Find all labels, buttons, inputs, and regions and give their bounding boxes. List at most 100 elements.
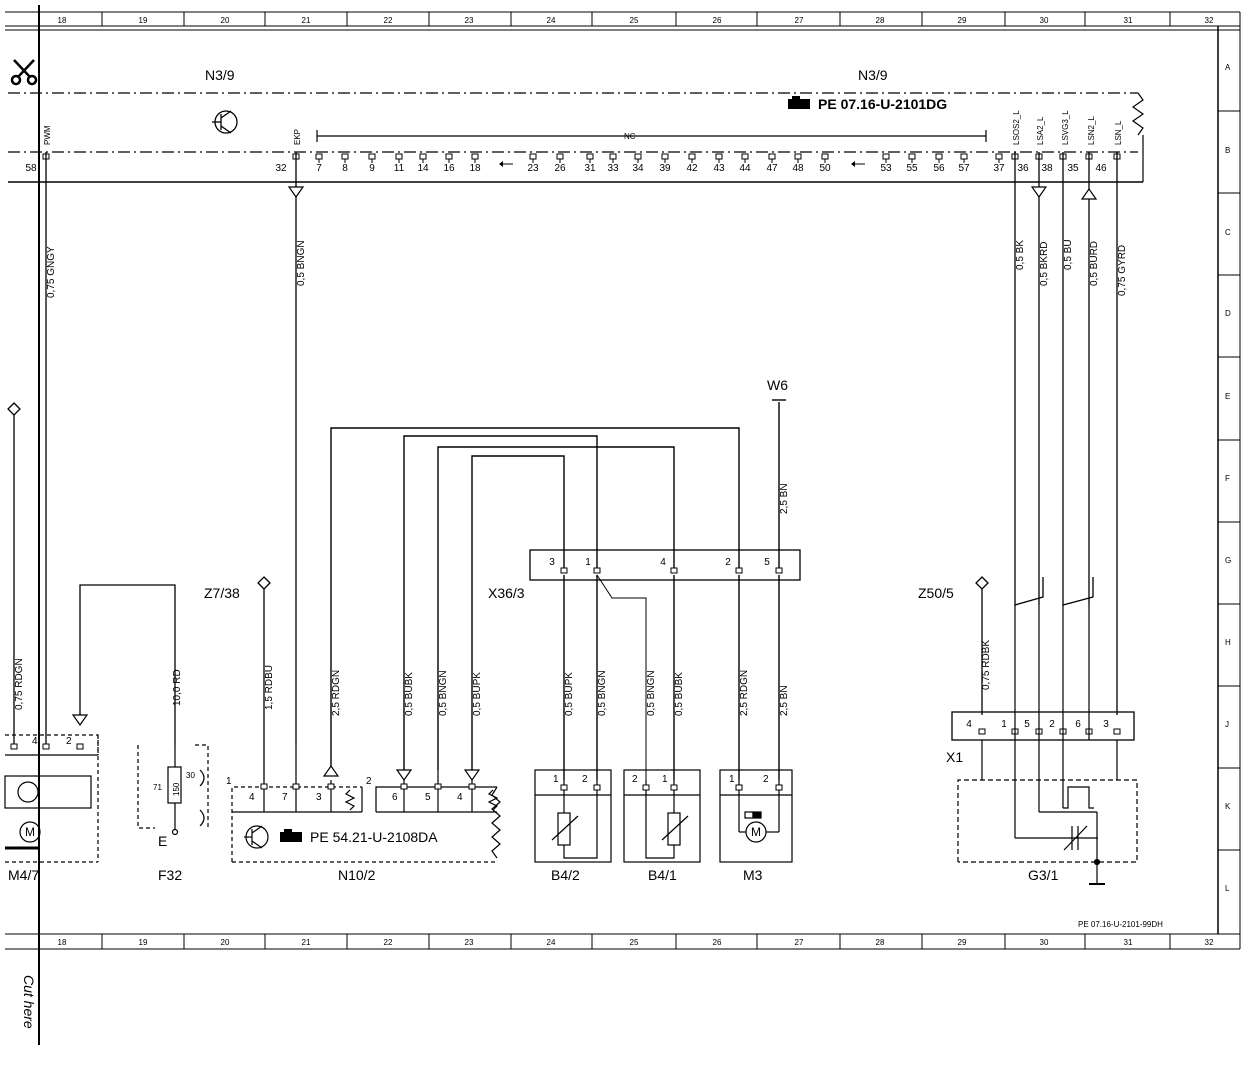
gap-arrowhead xyxy=(499,161,503,167)
x36-pin-number: 4 xyxy=(660,557,666,568)
column-label: 18 xyxy=(58,16,67,25)
pin-number: 32 xyxy=(275,163,287,174)
m47-component xyxy=(4,714,99,863)
column-label: 25 xyxy=(630,938,639,947)
z738-label: Z7/38 xyxy=(204,585,240,601)
column-label: 19 xyxy=(139,938,148,947)
pin-terminal xyxy=(471,153,479,160)
pin-number: 8 xyxy=(342,163,348,174)
shield-triangles xyxy=(287,186,1098,200)
wire-bkrd-label: 0,5 BKRD xyxy=(1039,242,1050,286)
n102-pin-3: 3 xyxy=(316,792,322,803)
x1-connector xyxy=(951,711,1135,741)
wire-bngn4-label: 0,5 BNGN xyxy=(646,670,657,716)
pin-number: 7 xyxy=(316,163,322,174)
row-label: E xyxy=(1225,392,1230,401)
wire-gngy-label: 0,75 GNGY xyxy=(46,246,57,298)
row-label: J xyxy=(1225,720,1229,729)
column-label: 25 xyxy=(630,16,639,25)
b42-pin-1: 1 xyxy=(553,774,559,785)
pin-number: 53 xyxy=(880,163,892,174)
pin-number: 44 xyxy=(739,163,751,174)
pin-terminal xyxy=(661,153,669,160)
pin-number: 50 xyxy=(819,163,831,174)
pin-number: 31 xyxy=(584,163,596,174)
x1-pin-number: 4 xyxy=(966,719,972,730)
wire-bn25-top-label: 2,5 BN xyxy=(779,483,790,514)
pin-terminal xyxy=(960,153,968,160)
b42-pin-2: 2 xyxy=(582,774,588,785)
column-label: 27 xyxy=(795,16,804,25)
pin-terminal xyxy=(935,153,943,160)
pin-terminal xyxy=(315,153,323,160)
wire-rdgn-left-label: 0,75 RDGN xyxy=(14,658,25,710)
pin-number: 39 xyxy=(659,163,671,174)
column-label: 20 xyxy=(221,16,230,25)
column-label: 31 xyxy=(1124,16,1133,25)
f32-e-label: E xyxy=(158,833,167,849)
pin-number: 48 xyxy=(792,163,804,174)
x1-pin-number: 6 xyxy=(1075,719,1081,730)
wire-bupk2-label: 0,5 BUPK xyxy=(564,672,575,716)
wire-bngn3-label: 0,5 BNGN xyxy=(597,670,608,716)
component-pin-terminal xyxy=(10,743,18,750)
pin-terminal xyxy=(995,153,1003,160)
pin-number: 56 xyxy=(933,163,945,174)
n102-reference: PE 54.21-U-2108DA xyxy=(310,829,438,845)
n102-pin-4b: 4 xyxy=(457,792,463,803)
x1-pin-number: 5 xyxy=(1024,719,1030,730)
n39-reference: PE 07.16-U-2101DG xyxy=(818,96,947,112)
m3-label: M3 xyxy=(743,867,763,883)
x1-pin-terminal xyxy=(978,728,986,735)
x36-pin-terminal xyxy=(593,567,601,574)
pin-lsn-label: LSN_L xyxy=(1114,120,1123,145)
column-label: 32 xyxy=(1205,938,1214,947)
column-label: 28 xyxy=(876,938,885,947)
pin-terminal xyxy=(634,153,642,160)
x36-pin-terminal xyxy=(735,567,743,574)
m47-label: M4/7 xyxy=(8,867,39,883)
b41-label: B4/1 xyxy=(648,867,677,883)
column-label: 26 xyxy=(713,16,722,25)
n39-wires xyxy=(45,152,1118,745)
n102-connector-1: 1 xyxy=(226,776,232,787)
wire-bngn-label: 0,5 BNGN xyxy=(296,240,307,286)
b42-sensor xyxy=(534,769,612,863)
m3-pin-1: 1 xyxy=(729,774,735,785)
wire-labels-lower: 2,5 RDGN 0,5 BUBK 0,5 BNGN 0,5 BUPK 0,5 … xyxy=(331,640,992,716)
column-label: 23 xyxy=(465,938,474,947)
column-label: 31 xyxy=(1124,938,1133,947)
x1-pin-terminal xyxy=(1113,728,1121,735)
wire-bngn2-label: 0,5 BNGN xyxy=(438,670,449,716)
pin-terminal xyxy=(768,153,776,160)
pin-lsvg3-label: LSVG3_L xyxy=(1061,110,1070,145)
column-label: 28 xyxy=(876,16,885,25)
wire-bn25-label: 2,5 BN xyxy=(779,685,790,716)
column-label: 29 xyxy=(958,16,967,25)
row-label: D xyxy=(1225,309,1231,318)
pin-number: 18 xyxy=(469,163,481,174)
pin-terminal xyxy=(882,153,890,160)
row-label: K xyxy=(1225,802,1231,811)
component-pin-terminal xyxy=(42,743,50,750)
pin-number: 35 xyxy=(1067,163,1079,174)
component-pin-terminal xyxy=(735,784,743,791)
component-pin-terminal xyxy=(560,784,568,791)
column-label: 26 xyxy=(713,938,722,947)
pin-number: 43 xyxy=(713,163,725,174)
g31-o2-sensor xyxy=(957,605,1138,885)
component-pin-terminal xyxy=(593,784,601,791)
pin-terminal xyxy=(419,153,427,160)
pin-terminal xyxy=(821,153,829,160)
m47-pin-2: 2 xyxy=(66,736,72,747)
column-label: 32 xyxy=(1205,16,1214,25)
pin-terminal xyxy=(529,153,537,160)
column-label: 20 xyxy=(221,938,230,947)
f32-pin-30: 30 xyxy=(186,771,195,780)
nc-label: NC xyxy=(624,132,636,141)
wire-rdbu-label: 1,5 RDBU xyxy=(264,665,275,710)
transistor-icon xyxy=(212,110,238,134)
n102-pin-7: 7 xyxy=(282,792,288,803)
